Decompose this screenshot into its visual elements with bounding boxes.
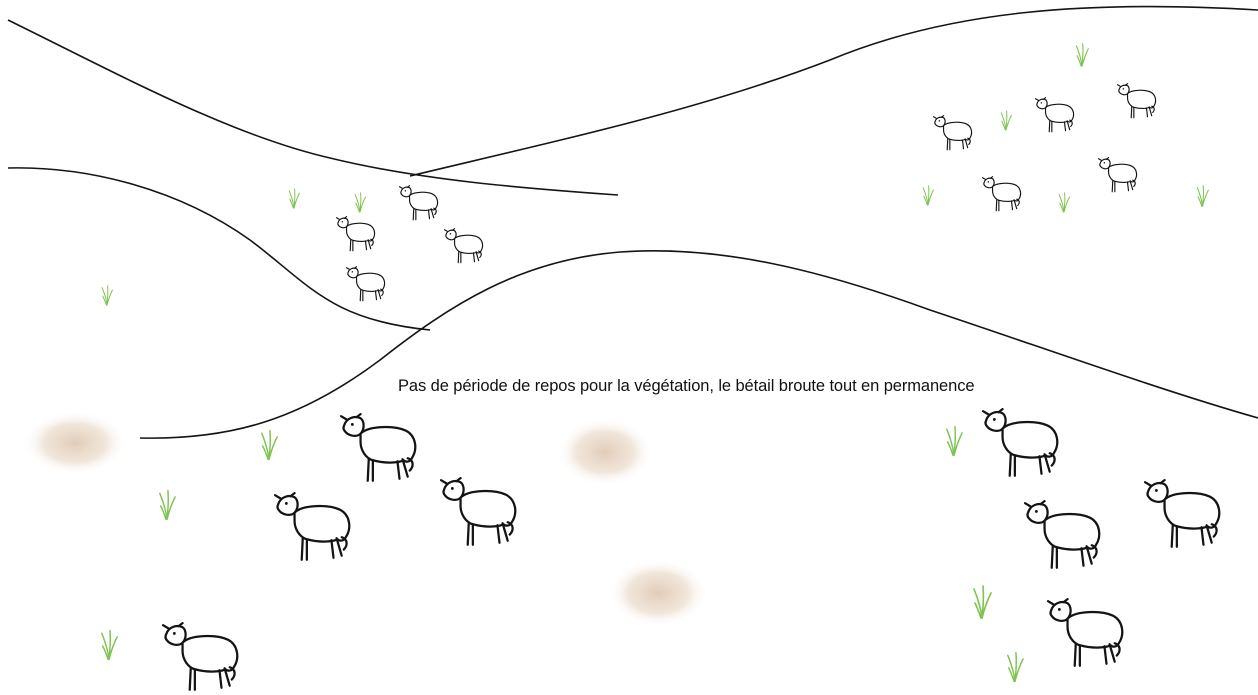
hill-line [139, 250, 1258, 439]
grass-tuft-icon [159, 489, 176, 521]
grass-tuft-icon [260, 429, 278, 461]
sheep-icon [1023, 500, 1101, 569]
hill-line [409, 5, 1258, 177]
scene-caption: Pas de période de repos pour la végétati… [398, 377, 975, 395]
grass-tuft-icon [288, 188, 300, 209]
sheep-icon [1034, 97, 1075, 133]
grass-tuft-icon [922, 185, 934, 206]
sheep-icon [345, 266, 386, 302]
sheep-icon [981, 408, 1059, 477]
hill-line [7, 19, 619, 196]
bare-soil-patch [23, 411, 127, 475]
grass-tuft-icon [101, 285, 113, 306]
sheep-icon [335, 216, 376, 252]
sheep-icon [932, 115, 973, 151]
grass-tuft-icon [1196, 185, 1209, 207]
sheep-icon [981, 176, 1022, 212]
sheep-icon [273, 492, 351, 561]
sheep-icon [443, 228, 484, 264]
sheep-group-right [932, 83, 1157, 212]
grass-tuft-icon [945, 425, 963, 457]
hill-line [7, 167, 431, 331]
grass-tuft-icon [1075, 43, 1089, 67]
sheep-icon [1116, 83, 1157, 119]
grass-tuft-icon [1000, 110, 1012, 131]
grass-tuft-icon [1058, 192, 1070, 213]
bare-soil-patches [23, 411, 708, 627]
grass-tuft-icon [973, 585, 992, 619]
sheep-icon [1046, 598, 1124, 667]
sheep-icon [339, 413, 417, 482]
sheep-icon [1097, 157, 1138, 193]
sheep-group-foreground [161, 408, 1221, 691]
sheep-icon [161, 622, 239, 691]
sheep-icon [1143, 479, 1221, 548]
bare-soil-patch [557, 418, 653, 486]
grass-tuft-icon [101, 629, 118, 661]
sheep-icon [398, 185, 439, 221]
grass-tuft-icon [354, 192, 366, 213]
bare-soil-patch [608, 559, 708, 627]
sheep-icon [439, 477, 517, 546]
grass-tuft-icon [1006, 651, 1024, 683]
